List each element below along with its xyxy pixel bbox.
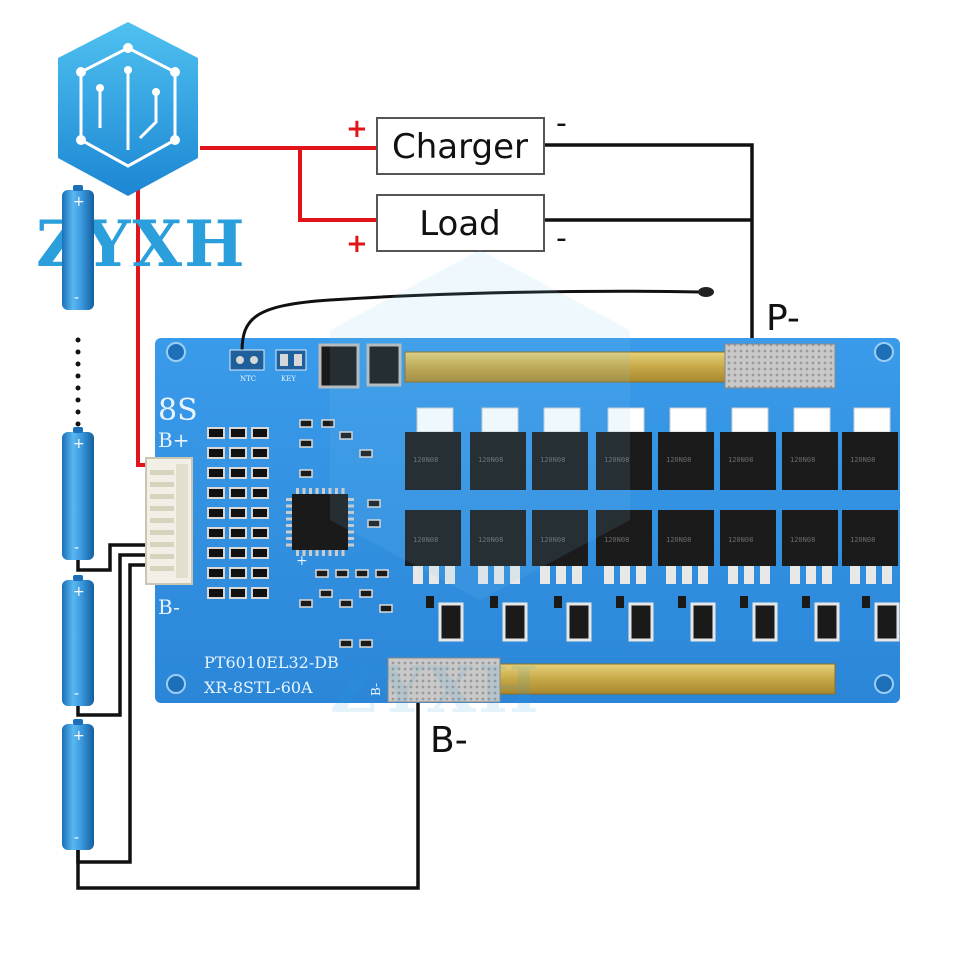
svg-text:120N08: 120N08 (604, 456, 629, 464)
svg-text:120N08: 120N08 (728, 536, 753, 544)
shunt-resistor (616, 596, 654, 642)
mosfet: 120N08 (782, 510, 838, 584)
load-label: Load (419, 204, 501, 244)
shunt-resistor (740, 596, 778, 642)
svg-text:120N08: 120N08 (666, 536, 691, 544)
balance-connector (145, 457, 193, 585)
svg-text:120N08: 120N08 (413, 536, 438, 544)
model-line2: XR-8STL-60A (204, 678, 313, 697)
mosfet: 120N08 (532, 510, 588, 584)
shunt-resistor (554, 596, 592, 642)
svg-text:ZYXH: ZYXH (330, 653, 541, 728)
bms-board: NTC KEY 8S B+ B- PT6010EL32-DB XR-8STL-6… (145, 287, 900, 703)
charger-label: Charger (392, 127, 528, 167)
battery-stack: +-+-+-+- (62, 185, 94, 850)
svg-text:120N08: 120N08 (790, 456, 815, 464)
key-label: KEY (281, 375, 296, 383)
mosfet: 120N08 (842, 510, 898, 584)
model-line1: PT6010EL32-DB (204, 653, 339, 672)
mosfet: 120N08 (532, 407, 588, 490)
bottom-busbar (387, 657, 836, 703)
b-minus-label: B- (430, 720, 468, 761)
shunt-resistor (802, 596, 840, 642)
plus-mark: + (296, 553, 308, 569)
svg-text:-: - (74, 830, 79, 846)
bminus-board-label: B- (158, 595, 180, 619)
negative-wires (76, 143, 754, 890)
battery-cell: +- (62, 427, 94, 560)
watermark: ZYXH (330, 250, 630, 728)
svg-text:120N08: 120N08 (790, 536, 815, 544)
svg-text:120N08: 120N08 (478, 536, 503, 544)
svg-text:120N08: 120N08 (604, 536, 629, 544)
top-busbar (404, 343, 836, 389)
svg-text:120N08: 120N08 (728, 456, 753, 464)
load-minus-sign: - (556, 221, 567, 256)
mosfet-array: 120N08 120N08 120N08 120N08 120N08 120N08 120N… (405, 407, 898, 584)
load-box: Load (376, 194, 545, 252)
series-dots (75, 337, 81, 427)
svg-text:120N08: 120N08 (413, 456, 438, 464)
svg-text:-: - (74, 540, 79, 556)
balance-resistor-array (207, 427, 269, 599)
bplus-label: B+ (158, 428, 189, 452)
mosfet: 120N08 (596, 510, 652, 584)
shunt-resistor (490, 596, 528, 642)
mosfet: 120N08 (720, 407, 776, 490)
battery-cell: +- (62, 719, 94, 850)
svg-text:120N08: 120N08 (540, 456, 565, 464)
svg-text:+: + (73, 728, 85, 744)
smd-components (299, 419, 393, 648)
charger-minus-sign: - (556, 106, 567, 141)
svg-text:120N08: 120N08 (850, 536, 875, 544)
b-side-label: B- (369, 683, 383, 696)
battery-cell: +- (62, 185, 94, 310)
shunt-resistor (678, 596, 716, 642)
svg-text:+: + (73, 194, 85, 210)
mosfet: 120N08 (658, 407, 714, 490)
mosfet: 120N08 (720, 510, 776, 584)
mosfet: 120N08 (596, 407, 652, 490)
svg-text:120N08: 120N08 (478, 456, 503, 464)
mosfet: 120N08 (842, 407, 898, 490)
load-plus-sign: + (346, 229, 368, 259)
shunt-resistor (862, 596, 900, 642)
shunt-row (426, 596, 900, 642)
cell-count-label: 8S (158, 393, 198, 428)
charger-box: Charger (376, 117, 545, 175)
svg-text:120N08: 120N08 (666, 456, 691, 464)
p-minus-label: P- (766, 298, 800, 339)
svg-text:-: - (74, 686, 79, 702)
svg-text:-: - (74, 290, 79, 306)
charger-plus-sign: + (346, 114, 368, 144)
ntc-label: NTC (240, 375, 256, 383)
shunt-resistor (426, 596, 464, 642)
mosfet: 120N08 (658, 510, 714, 584)
svg-text:120N08: 120N08 (540, 536, 565, 544)
mosfet: 120N08 (470, 510, 526, 584)
svg-text:120N08: 120N08 (850, 456, 875, 464)
controller-chip (286, 488, 354, 556)
mosfet: 120N08 (782, 407, 838, 490)
mosfet: 120N08 (405, 407, 461, 490)
svg-text:+: + (73, 436, 85, 452)
svg-text:+: + (73, 584, 85, 600)
mosfet: 120N08 (405, 510, 461, 584)
mosfet: 120N08 (470, 407, 526, 490)
battery-cell: +- (62, 575, 94, 706)
